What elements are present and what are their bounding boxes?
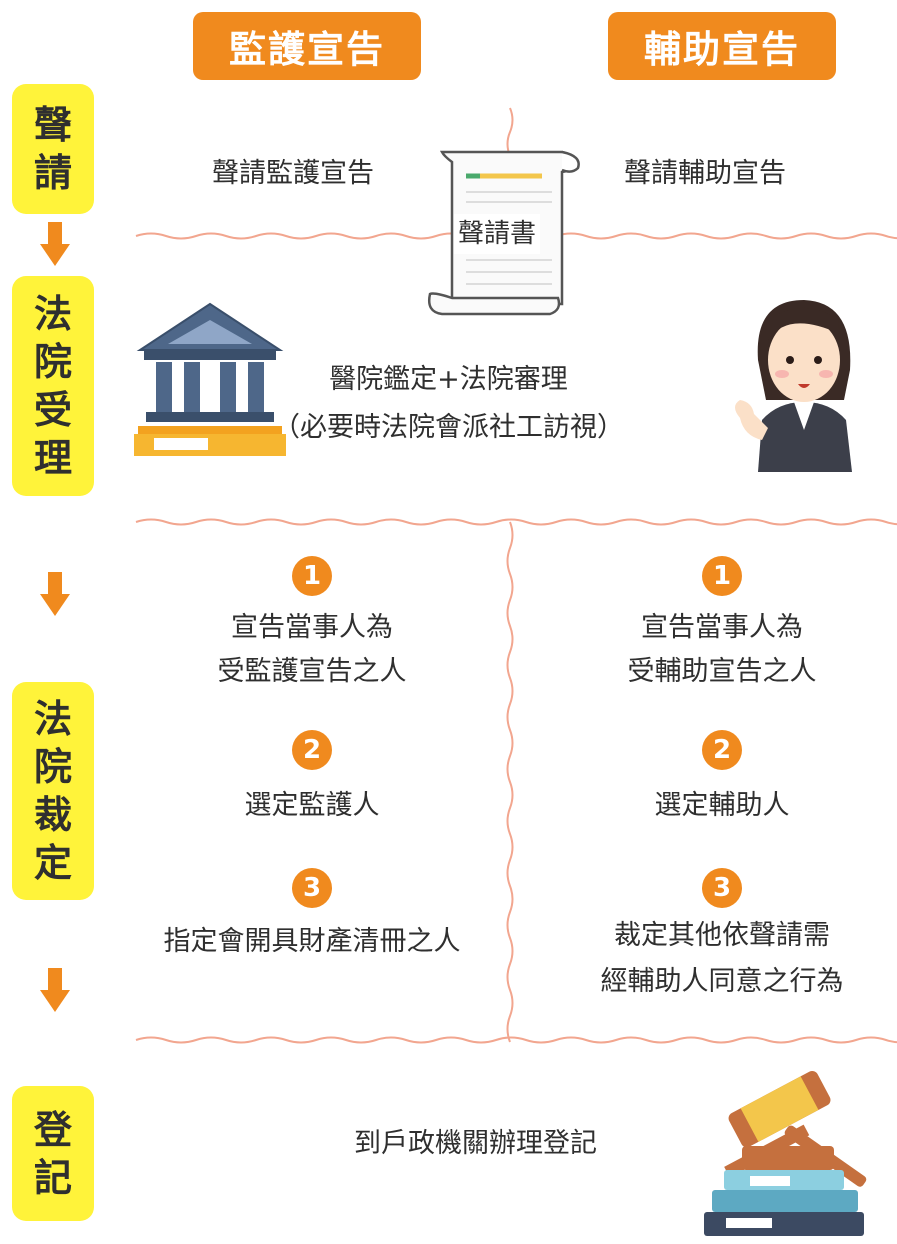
document-label: 聲請書 (454, 214, 541, 254)
ruling-right-item1-line1: 宣告當事人為 (641, 612, 803, 643)
stage-char: 院 (33, 340, 72, 384)
petition-left-text: 聲請監護宣告 (212, 158, 374, 189)
stage-petition: 聲 請 (12, 84, 94, 214)
number-badge: 3 (292, 868, 332, 908)
down-arrow-icon (40, 968, 70, 1012)
stage-char: 院 (33, 745, 72, 789)
stage-char: 聲 (33, 103, 72, 147)
stage-char: 法 (33, 292, 72, 336)
number-badge: 3 (702, 868, 742, 908)
ruling-right-item2: 選定輔助人 (654, 790, 790, 821)
number-badge: 2 (292, 730, 332, 770)
stage-char: 法 (33, 697, 72, 741)
stage-court-ruling: 法 院 裁 定 (12, 682, 94, 900)
stage-char: 登 (33, 1107, 72, 1152)
registration-text: 到戶政機關辦理登記 (354, 1128, 597, 1159)
header-assistance: 輔助宣告 (608, 12, 836, 80)
number-badge: 1 (292, 556, 332, 596)
down-arrow-icon (40, 572, 70, 616)
number-badge: 1 (702, 556, 742, 596)
court-review-line1: 醫院鑑定+法院審理 (329, 364, 568, 395)
petition-right-text: 聲請輔助宣告 (624, 158, 786, 189)
ruling-right-item3-line2: 經輔助人同意之行為 (600, 966, 844, 997)
stage-court-accept: 法 院 受 理 (12, 276, 94, 496)
stage-register: 登 記 (12, 1086, 94, 1221)
stage-char: 受 (33, 388, 72, 432)
ruling-left-item2: 選定監護人 (244, 790, 380, 821)
court-review-line2: （必要時法院會派社工訪視） (273, 412, 624, 443)
ruling-right-item1-line2: 受輔助宣告之人 (627, 656, 817, 687)
stage-char: 記 (33, 1155, 72, 1200)
gavel-icon (704, 1070, 867, 1236)
ruling-right-item3-line1: 裁定其他依聲請需 (614, 920, 830, 951)
clerk-woman-icon (735, 300, 852, 472)
stage-char: 裁 (33, 793, 72, 837)
number-badge: 2 (702, 730, 742, 770)
stage-char: 理 (33, 436, 72, 480)
ruling-left-item3: 指定會開具財產清冊之人 (163, 926, 461, 957)
stage-char: 請 (33, 151, 72, 195)
header-guardianship: 監護宣告 (193, 12, 421, 80)
down-arrow-icon (40, 222, 70, 266)
stage-char: 定 (33, 841, 72, 885)
ruling-left-item1-line2: 受監護宣告之人 (217, 656, 407, 687)
court-building-icon (134, 302, 286, 456)
ruling-left-item1-line1: 宣告當事人為 (231, 612, 393, 643)
